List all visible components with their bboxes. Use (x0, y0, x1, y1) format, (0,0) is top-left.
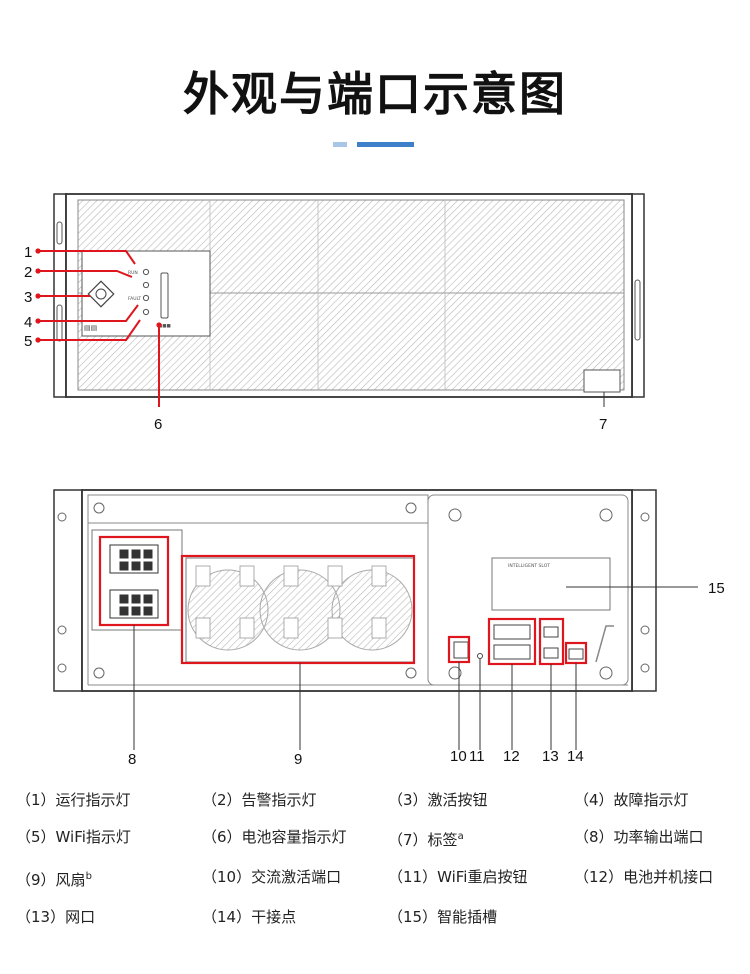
network-port-1 (543, 626, 559, 638)
callout-6: 6 (154, 416, 162, 433)
rear-leaders (133, 625, 577, 750)
legend-item: （11）WiFi重启按钮 (388, 868, 528, 886)
legend-item: （4）故障指示灯 (574, 791, 689, 809)
callout-11: 11 (469, 748, 485, 765)
callout-3: 3 (24, 289, 32, 306)
svg-text:▤▤: ▤▤ (84, 324, 97, 332)
legend-item: （8）功率输出端口 (574, 828, 704, 846)
callout-13: 13 (542, 748, 559, 765)
legend-item: （15）智能插槽 (388, 908, 498, 926)
callout-2: 2 (24, 264, 32, 281)
ac-activation-port (453, 641, 469, 659)
callout-9: 9 (294, 751, 302, 768)
device-label (583, 369, 621, 393)
battery-capacity-bar (160, 272, 169, 319)
callout-12: 12 (503, 748, 520, 765)
legend-item: （5）WiFi指示灯 (16, 828, 131, 846)
activation-button (87, 280, 115, 308)
callout-14: 14 (567, 748, 584, 765)
callout-8: 8 (128, 751, 136, 768)
front-leaders (38, 250, 160, 407)
fans (185, 557, 415, 663)
network-port-2 (543, 647, 559, 659)
legend-item: （10）交流激活端口 (202, 868, 342, 886)
svg-text:FAULT: FAULT (128, 296, 141, 302)
svg-text:RUN: RUN (128, 270, 138, 276)
power-output-sockets (109, 544, 159, 619)
indicator-leds: RUN FAULT (128, 268, 150, 316)
battery-parallel-port-2 (493, 644, 531, 660)
legend-item: （13）网口 (16, 908, 96, 926)
callout-15: 15 (708, 580, 725, 597)
title-accent-light (333, 142, 347, 147)
page-title: 外观与端口示意图 (183, 67, 567, 121)
battery-parallel-port-1 (493, 624, 531, 640)
callout-4: 4 (24, 314, 32, 331)
rear-panel: INTELLIGENT SLOT (53, 489, 725, 768)
callout-10: 10 (450, 748, 467, 765)
legend-item: （12）电池并机接口 (574, 868, 714, 886)
legend-item: （3）激活按钮 (388, 791, 488, 809)
legend: （1）运行指示灯 （2）告警指示灯 （3）激活按钮 （4）故障指示灯 （5）Wi… (16, 790, 746, 927)
legend-item: （9）风扇b (16, 871, 92, 889)
front-panel: RUN FAULT ■■■ ▤▤ 1 2 3 4 5 6 (24, 193, 645, 433)
callout-7: 7 (599, 416, 607, 433)
legend-item: （14）干接点 (202, 908, 297, 926)
callout-1: 1 (24, 244, 32, 261)
legend-item: （2）告警指示灯 (202, 791, 317, 809)
legend-item: （6）电池容量指示灯 (202, 828, 347, 846)
svg-text:■■■: ■■■ (158, 324, 171, 329)
smart-slot (491, 557, 611, 611)
dry-contact (568, 648, 584, 660)
rear-highlights (98, 535, 588, 666)
svg-text:INTELLIGENT SLOT: INTELLIGENT SLOT (508, 563, 550, 569)
callout-5: 5 (24, 333, 32, 350)
legend-item: （1）运行指示灯 (16, 791, 131, 809)
title-accent-dark (357, 142, 414, 147)
legend-item: （7）标签a (388, 831, 464, 849)
wifi-reset-button (477, 653, 483, 659)
front-leader-dots (35, 248, 162, 343)
